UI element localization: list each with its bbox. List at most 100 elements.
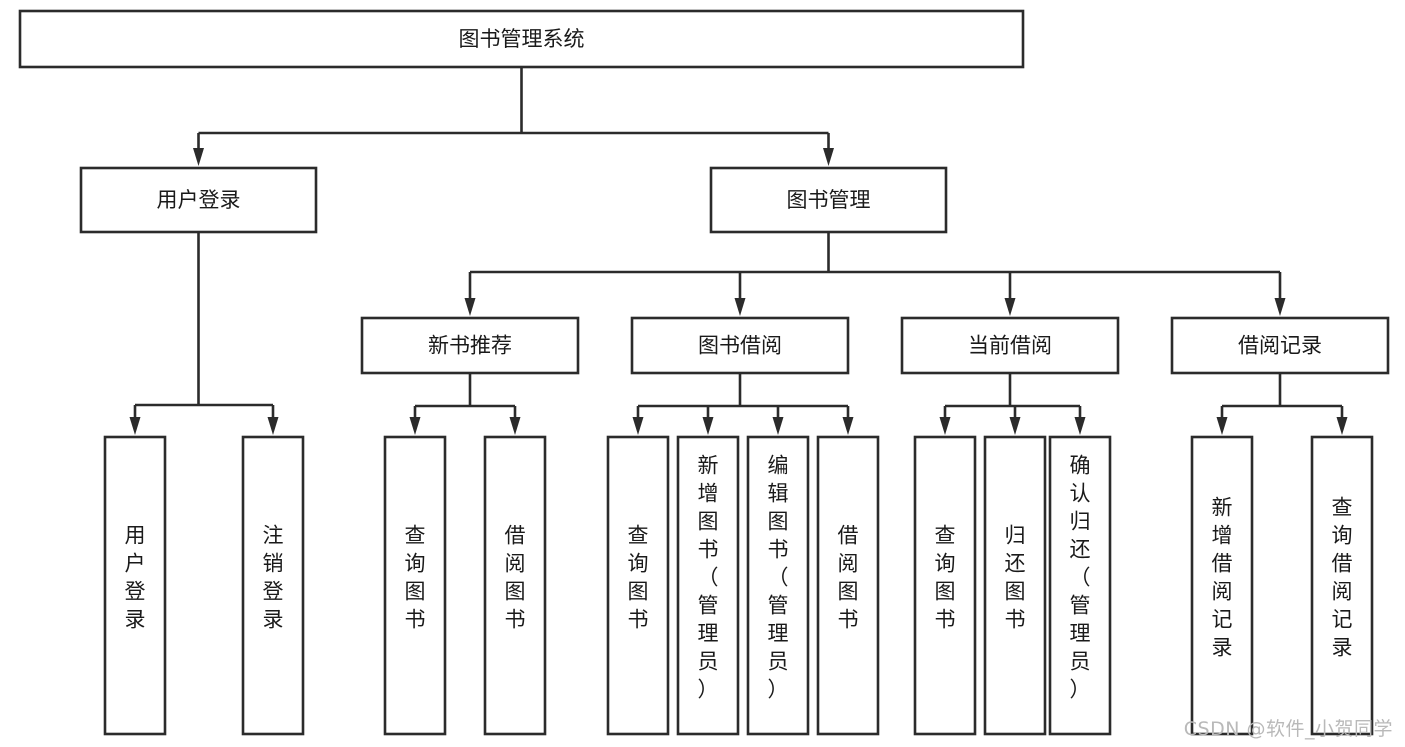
node-box[interactable] xyxy=(746,435,810,736)
node-label-char: 认 xyxy=(1070,482,1091,506)
node-label-char: 借 xyxy=(1332,552,1353,576)
node-label-char: 查 xyxy=(628,524,649,548)
node-label-char: 登 xyxy=(125,580,146,604)
node-label-char: 书 xyxy=(935,608,956,632)
node-label-char: 辑 xyxy=(768,482,789,506)
node-box[interactable] xyxy=(1170,316,1390,375)
connector-arrowhead xyxy=(193,148,204,166)
node-label-char: 增 xyxy=(698,482,719,506)
node-leaf-user-login[interactable]: 用户登录 xyxy=(103,435,167,736)
connector-arrowhead xyxy=(702,417,714,435)
node-label-char: 图 xyxy=(698,510,719,534)
node-label-char: 注 xyxy=(263,524,284,548)
node-label-char: 图 xyxy=(628,580,649,604)
node-box[interactable] xyxy=(103,435,167,736)
node-label-char: 归 xyxy=(1005,524,1026,548)
node-label-char: 还 xyxy=(1070,538,1091,562)
node-book-borrow[interactable]: 图书借阅 xyxy=(630,316,850,375)
node-user-login[interactable]: 用户登录 xyxy=(79,166,318,234)
node-box[interactable] xyxy=(79,166,318,234)
node-label-char: 销 xyxy=(263,552,284,576)
node-borrow-record[interactable]: 借阅记录 xyxy=(1170,316,1390,375)
node-label-char: 管 xyxy=(698,594,719,618)
node-label-char: 阅 xyxy=(505,552,526,576)
node-box[interactable] xyxy=(1048,435,1112,736)
connector-arrowhead xyxy=(734,298,746,316)
node-box[interactable] xyxy=(1190,435,1254,736)
node-label: 图书借阅 xyxy=(698,334,782,358)
connector-layer xyxy=(129,67,1348,435)
node-label-char: （ xyxy=(1070,566,1091,590)
node-box[interactable] xyxy=(913,435,977,736)
node-label-char: 增 xyxy=(1212,524,1233,548)
connector-arrowhead xyxy=(1009,417,1021,435)
connector-arrowhead xyxy=(823,148,834,166)
node-box[interactable] xyxy=(241,435,305,736)
node-box[interactable] xyxy=(709,166,948,234)
node-label-char: 书 xyxy=(628,608,649,632)
connector-arrowhead xyxy=(267,417,279,435)
node-label-char: 录 xyxy=(1332,636,1353,660)
node-label: 图书管理 xyxy=(787,188,871,212)
node-label-char: 书 xyxy=(405,608,426,632)
node-label-char: 用 xyxy=(125,524,146,548)
node-label-char: 询 xyxy=(405,552,426,576)
node-box[interactable] xyxy=(983,435,1047,736)
node-label-char: 图 xyxy=(768,510,789,534)
node-label-char: 理 xyxy=(1070,622,1091,646)
connector-arrowhead xyxy=(842,417,854,435)
node-label-char: 新 xyxy=(1212,496,1233,520)
node-label-char: 图 xyxy=(935,580,956,604)
node-label-char: 记 xyxy=(1212,608,1233,632)
node-box[interactable] xyxy=(483,435,547,736)
node-layer: 图书管理系统用户登录图书管理新书推荐图书借阅当前借阅借阅记录用户登录注销登录查询… xyxy=(18,9,1390,736)
connector-arrowhead xyxy=(1336,417,1348,435)
node-label-char: 图 xyxy=(838,580,859,604)
node-label-char: 图 xyxy=(1005,580,1026,604)
node-new-book-recommend[interactable]: 新书推荐 xyxy=(360,316,580,375)
node-label-char: 理 xyxy=(698,622,719,646)
node-box[interactable] xyxy=(676,435,740,736)
connector-arrowhead xyxy=(1274,298,1286,316)
node-box[interactable] xyxy=(816,435,880,736)
node-label: 当前借阅 xyxy=(968,334,1052,358)
node-current-borrow[interactable]: 当前借阅 xyxy=(900,316,1120,375)
node-box[interactable] xyxy=(18,9,1025,69)
node-box[interactable] xyxy=(900,316,1120,375)
connector-arrowhead xyxy=(632,417,644,435)
node-box[interactable] xyxy=(606,435,670,736)
node-label-char: 理 xyxy=(768,622,789,646)
node-label-char: 归 xyxy=(1070,510,1091,534)
node-box[interactable] xyxy=(1310,435,1374,736)
node-box[interactable] xyxy=(360,316,580,375)
node-label-char: ） xyxy=(768,678,789,702)
node-label-char: 管 xyxy=(1070,594,1091,618)
node-book-management[interactable]: 图书管理 xyxy=(709,166,948,234)
node-label-char: 查 xyxy=(405,524,426,548)
node-box[interactable] xyxy=(630,316,850,375)
node-label-char: 管 xyxy=(768,594,789,618)
node-label-char: 编 xyxy=(768,454,789,478)
node-label-char: 员 xyxy=(1070,650,1091,674)
node-box[interactable] xyxy=(383,435,447,736)
connector-arrowhead xyxy=(1004,298,1016,316)
node-label-char: （ xyxy=(698,566,719,590)
node-label-char: 询 xyxy=(1332,524,1353,548)
node-root[interactable]: 图书管理系统 xyxy=(18,9,1025,69)
node-label-char: 查 xyxy=(935,524,956,548)
node-label-char: 员 xyxy=(768,650,789,674)
